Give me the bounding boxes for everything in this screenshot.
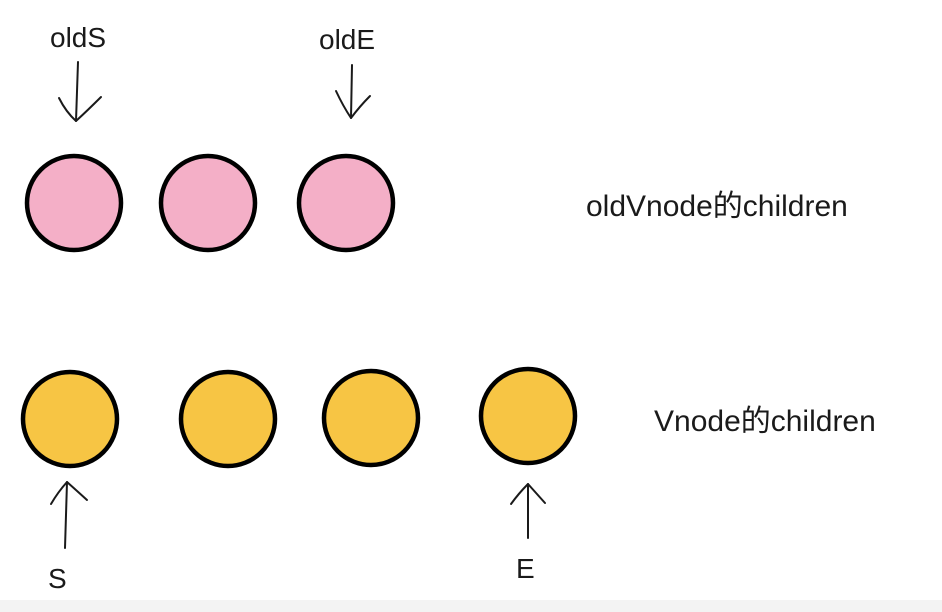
new-end-pointer-label: E	[516, 553, 535, 584]
new-children-row-label: Vnode的children	[654, 405, 876, 438]
new-start-arrow	[50, 481, 88, 549]
new-children-row	[20, 366, 578, 469]
new-child-node	[20, 369, 120, 469]
new-child-node	[321, 368, 421, 468]
old-children-row	[24, 153, 396, 253]
new-child-node	[478, 366, 578, 466]
new-child-node	[178, 369, 278, 469]
bottom-strip	[0, 600, 942, 612]
old-end-pointer-label: oldE	[319, 24, 376, 55]
old-start-pointer-label: oldS	[50, 22, 107, 53]
old-children-row-label: oldVnode的children	[586, 190, 848, 223]
new-end-arrow	[510, 483, 546, 539]
old-end-arrow	[335, 64, 371, 119]
old-child-node	[158, 153, 258, 253]
old-child-node	[296, 153, 396, 253]
old-child-node	[24, 153, 124, 253]
old-start-arrow	[58, 61, 102, 122]
new-start-pointer-label: S	[48, 563, 67, 594]
